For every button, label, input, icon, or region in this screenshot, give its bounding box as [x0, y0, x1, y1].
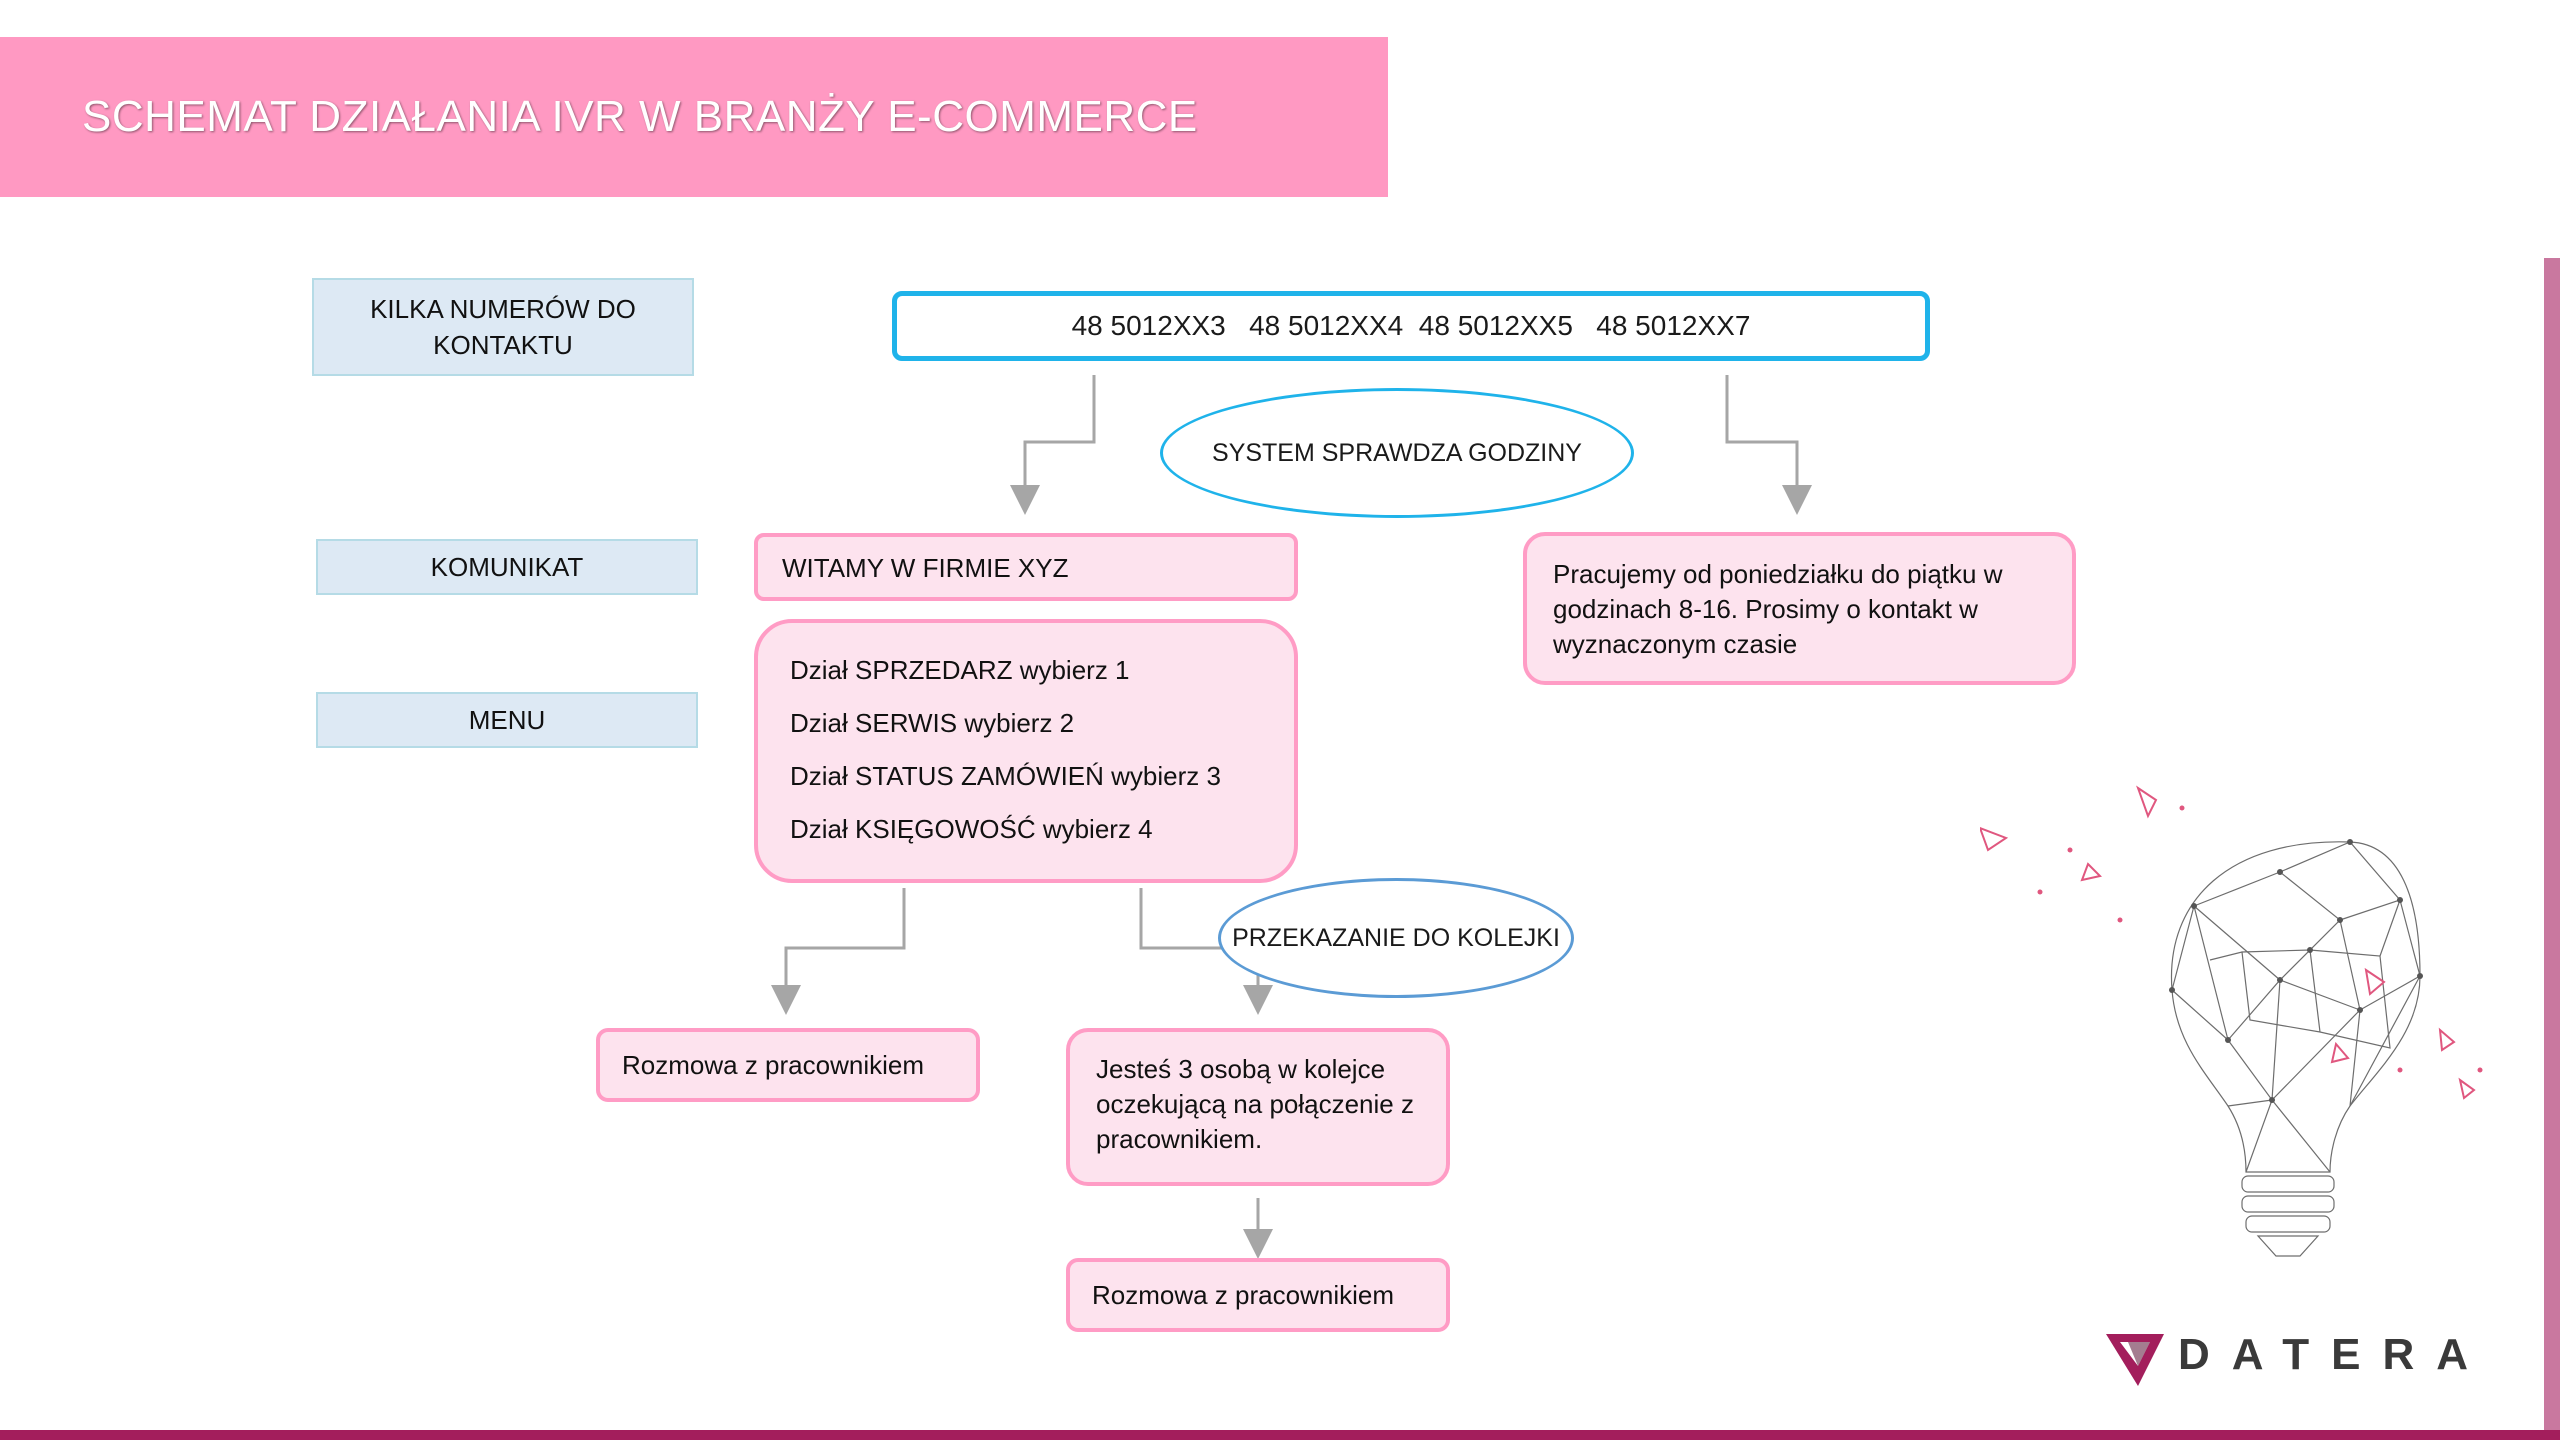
arrow-to-welcome	[1010, 375, 1096, 515]
talk-left-box: Rozmowa z pracownikiem	[596, 1028, 980, 1102]
menu-item: Dział STATUS ZAMÓWIEŃ wybierz 3	[790, 761, 1221, 791]
check-hours-ellipse: SYSTEM SPRAWDZA GODZINY	[1160, 388, 1634, 518]
menu-item: Dział SPRZEDARZ wybierz 1	[790, 655, 1130, 685]
queue-transfer-ellipse: PRZEKAZANIE DO KOLEJKI	[1218, 878, 1574, 998]
menu-item: Dział SERWIS wybierz 2	[790, 708, 1075, 738]
menu-box: Dział SPRZEDARZ wybierz 1 Dział SERWIS w…	[754, 619, 1298, 883]
talk-bottom-box: Rozmowa z pracownikiem	[1066, 1258, 1450, 1332]
logo-text: DATERA	[2178, 1330, 2491, 1379]
bottom-bar	[0, 1430, 2560, 1440]
menu-item: Dział KSIĘGOWOŚĆ wybierz 4	[790, 814, 1153, 844]
title-banner	[0, 37, 1388, 197]
datera-logo-icon	[2106, 1334, 2164, 1386]
label-menu: MENU	[316, 692, 698, 748]
phone-numbers-box: 48 5012XX3 48 5012XX4 48 5012XX5 48 5012…	[892, 291, 1930, 361]
lightbulb-icon	[1980, 785, 2483, 1257]
label-message: KOMUNIKAT	[316, 539, 698, 595]
closed-message-box: Pracujemy od poniedziałku do piątku w go…	[1523, 532, 2076, 685]
side-decoration	[2544, 258, 2560, 1430]
queue-position-box: Jesteś 3 osobą w kolejce oczekującą na p…	[1066, 1028, 1450, 1186]
welcome-box: WITAMY W FIRMIE XYZ	[754, 533, 1298, 601]
page-title: SCHEMAT DZIAŁANIA IVR W BRANŻY E-COMMERC…	[82, 92, 1198, 141]
arrow-to-closed-message	[1725, 375, 1812, 515]
arrow-to-talk-left	[771, 888, 906, 1015]
label-contacts: KILKA NUMERÓW DO KONTAKTU	[312, 278, 694, 376]
